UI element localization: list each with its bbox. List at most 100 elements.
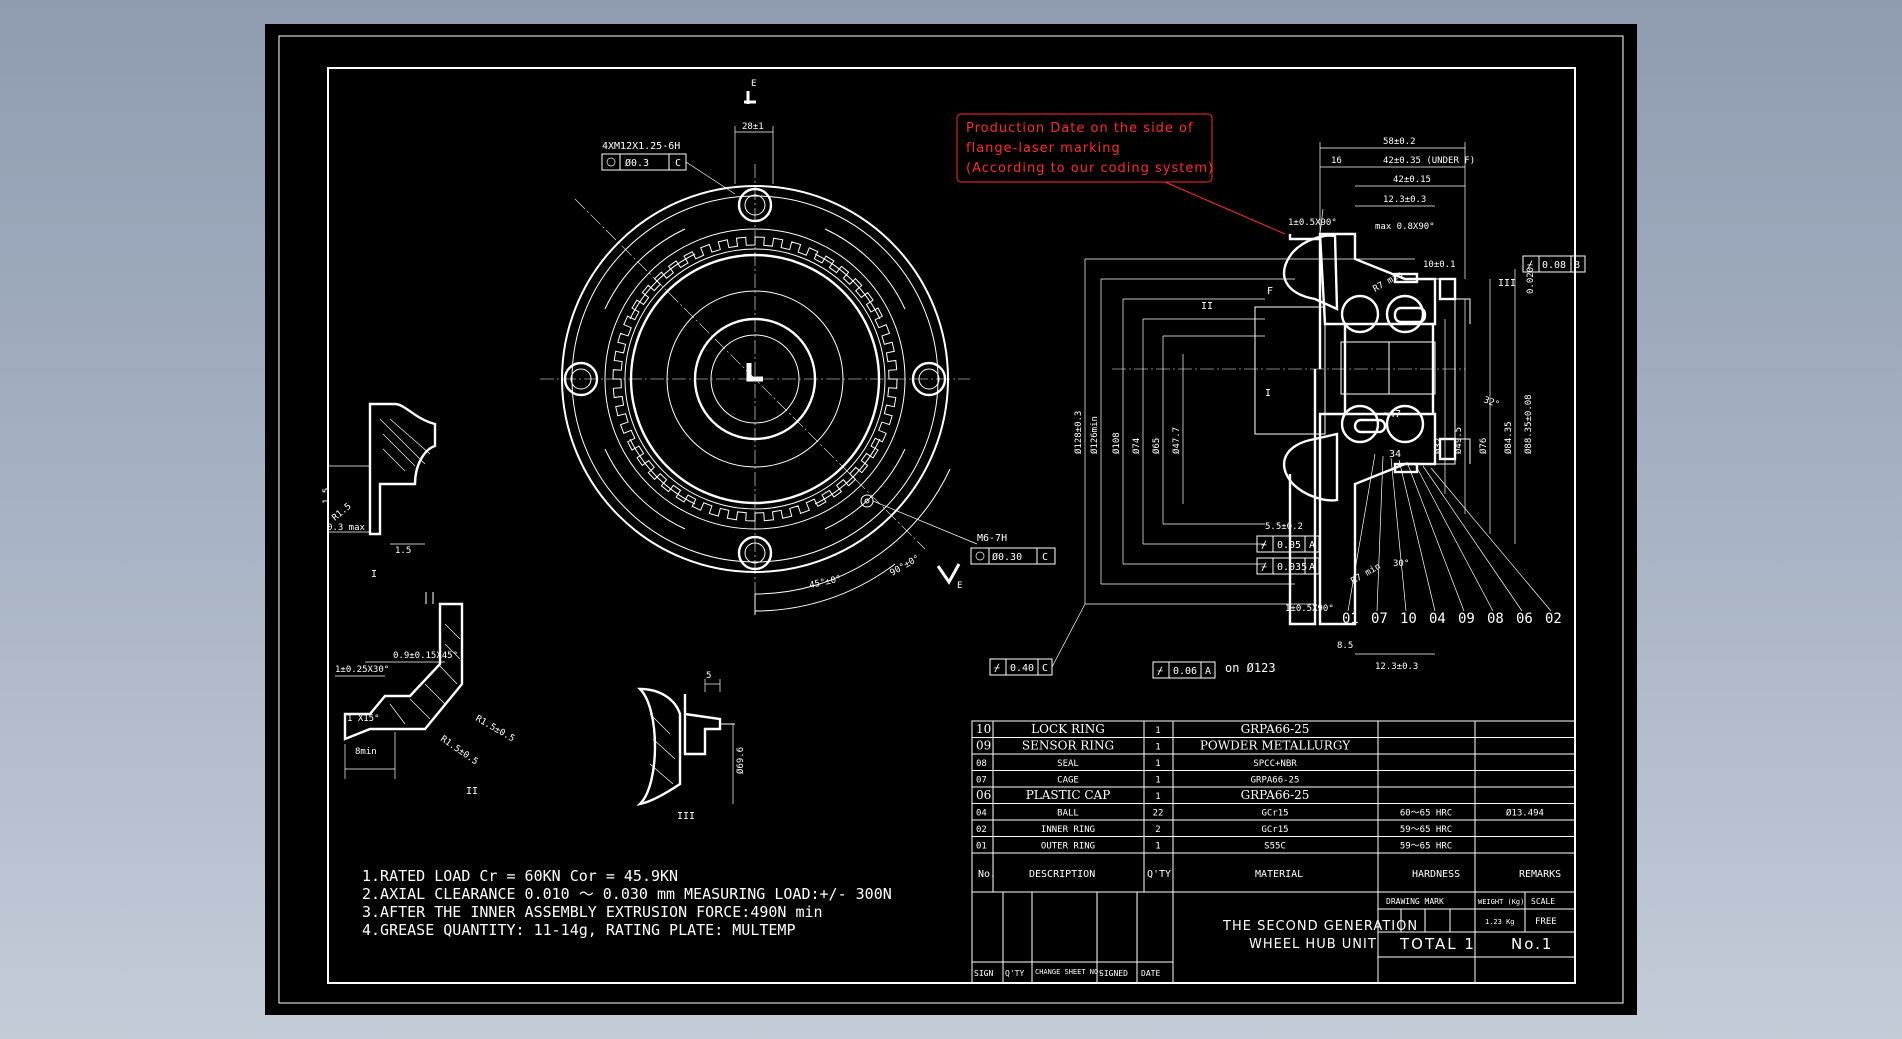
technical-notes: 1.RATED LOAD Cr = 60KN Cor = 45.9KN 2.AX…: [362, 867, 892, 939]
diameter-label: Ø65: [1151, 438, 1162, 454]
title-block: THE SECOND GENERATION WHEEL HUB UNIT DRA…: [972, 891, 1575, 983]
view-e-label-2: E: [957, 581, 962, 591]
detail2-c1: 0.9±0.15X45°: [393, 651, 458, 661]
bom-cell-desc: INNER RING: [1041, 825, 1095, 835]
scale-value: FREE: [1535, 917, 1557, 927]
number-label: No.1: [1511, 935, 1553, 953]
bom-header-rem: REMARKS: [1519, 869, 1561, 880]
bom-cell-no: 10: [976, 722, 991, 736]
rev-qty: Q'TY: [1005, 969, 1024, 978]
detail1-d03: 0.3 max: [327, 523, 366, 533]
detail1-d15b: 1.5: [395, 546, 411, 556]
svg-text:⌿: ⌿: [1261, 562, 1267, 573]
bom-header-no: No.: [978, 869, 996, 880]
production-date-note: Production Date on the side of flange-la…: [956, 113, 1286, 235]
detail2-c4: 8min: [355, 747, 377, 757]
width-dim: 28±1: [742, 122, 764, 132]
detail-ii: 0.9±0.15X45° 1±0.25X30° 1 X15° 8min R1.5…: [335, 592, 516, 797]
bom-cell-qty: 1: [1155, 842, 1160, 852]
inner-34: 34: [1389, 449, 1401, 460]
red-note-line-3: (According to our coding system): [966, 161, 1214, 176]
bom-cell-mat: POWDER METALLURGY: [1200, 739, 1351, 753]
bom-cell-qty: 2: [1155, 825, 1160, 835]
detail2-c2: 1±0.25X30°: [335, 665, 389, 675]
bom-cell-mat: GCr15: [1261, 809, 1288, 819]
tol-0-05: 0.05: [1277, 540, 1301, 551]
angle-1: 45°±0°: [809, 574, 843, 591]
bom-cell-qty: 22: [1153, 809, 1164, 819]
inner-frame: [327, 67, 1576, 984]
bom-cell-qty: 1: [1155, 743, 1160, 753]
bom-header-mat: MATERIAL: [1255, 869, 1303, 880]
part-balloon: 09: [1458, 611, 1475, 627]
svg-text:⌿: ⌿: [1261, 540, 1267, 551]
section-iii-label: III: [1498, 278, 1516, 289]
bom-cell-desc: SEAL: [1057, 759, 1079, 769]
bom-cell-no: 08: [976, 759, 987, 769]
sensor-teeth-path: [612, 236, 898, 522]
bom-cell-mat: GRPA66-25: [1241, 788, 1310, 802]
dim-42: 42±0.15: [1393, 175, 1431, 185]
detail1-d15: 1.5: [322, 488, 332, 504]
dim-12-3-bottom: 12.3±0.3: [1375, 662, 1418, 672]
outer-frame: [278, 35, 1624, 1004]
max-chamfer: max 0.8X90°: [1375, 222, 1435, 232]
datum-a-2: A: [1309, 562, 1315, 573]
datum-a-1: A: [1309, 540, 1315, 551]
bom-cell-desc: CAGE: [1057, 776, 1079, 786]
flat-tol: 0.08: [1542, 260, 1566, 271]
part-balloon: 10: [1400, 611, 1417, 627]
rev-signed: SIGNED: [1099, 969, 1128, 978]
diameter-label: Ø88.35±0.08: [1523, 394, 1534, 454]
tol-0-06: 0.06: [1173, 666, 1197, 677]
diameter-label: Ø47.7: [1171, 427, 1182, 454]
bom-cell-desc: OUTER RING: [1041, 842, 1095, 852]
detail3-d5: 5: [706, 671, 711, 681]
drawing-canvas: E E 4XM12X1.25-6H Ø0.3 C 28±1 M6-7H Ø0.3…: [278, 35, 1624, 1004]
note-1: 1.RATED LOAD Cr = 60KN Cor = 45.9KN: [362, 867, 678, 885]
weight-value: 1.23 Kg: [1485, 918, 1515, 926]
bom-cell-desc: SENSOR RING: [1022, 739, 1114, 753]
red-note-line-2: flange-laser marking: [966, 141, 1121, 156]
bom-header-qty: Q'TY: [1147, 869, 1171, 880]
chamfer-top: 1±0.5X90°: [1288, 218, 1337, 228]
note-3: 3.AFTER THE INNER ASSEMBLY EXTRUSION FOR…: [362, 903, 823, 921]
bom-cell-hard: 60～65 HRC: [1400, 809, 1452, 819]
on-diameter-label: on Ø123: [1225, 661, 1276, 675]
part-balloon: 07: [1371, 611, 1388, 627]
tol-0-40: 0.40: [1010, 663, 1034, 674]
diameter-label: Ø84.35: [1503, 421, 1514, 454]
detail1-label: I: [371, 569, 377, 580]
drawing-sheet: E E 4XM12X1.25-6H Ø0.3 C 28±1 M6-7H Ø0.3…: [265, 24, 1637, 1015]
part-balloon: 06: [1516, 611, 1533, 627]
diameter-label: Ø74: [1131, 438, 1142, 454]
dim-16: 16: [1331, 156, 1342, 166]
thread-spec: 4XM12X1.25-6H: [602, 141, 680, 152]
detail2-c3: 1 X15°: [347, 714, 380, 724]
thread-datum: C: [675, 158, 681, 169]
chamfer-bottom: 1±0.5X90°: [1285, 604, 1334, 614]
datum-b: B: [1574, 260, 1580, 271]
bom-cell-qty: 1: [1155, 792, 1160, 802]
dim-12-3-top: 12.3±0.3: [1383, 195, 1426, 205]
bom-cell-qty: 1: [1155, 759, 1160, 769]
thread-tol: Ø0.3: [625, 157, 649, 169]
weight-label: WEIGHT (Kg): [1478, 898, 1524, 906]
front-view: E E 4XM12X1.25-6H Ø0.3 C 28±1 M6-7H Ø0.3…: [540, 79, 1056, 615]
bom-cell-hard: 59～65 HRC: [1400, 825, 1452, 835]
detail3-d69: Ø69.6: [735, 747, 746, 774]
note-2: 2.AXIAL CLEARANCE 0.010 ～ 0.030 mm MEASU…: [362, 885, 892, 903]
detail-iii: 5 Ø69.6 III: [636, 671, 746, 822]
bom-cell-desc: BALL: [1057, 809, 1079, 819]
red-note-line-1: Production Date on the side of: [966, 121, 1194, 136]
title-line-2: WHEEL HUB UNIT: [1249, 937, 1377, 952]
bom-cell-qty: 1: [1155, 776, 1160, 786]
detail1-r15: R1.5: [331, 502, 354, 524]
detail2-label: II: [466, 786, 478, 797]
bom-cell-no: 04: [976, 809, 987, 819]
drawing-mark-label: DRAWING MARK: [1386, 897, 1444, 906]
dim-42-under-f: 42±0.35 (UNDER F): [1383, 156, 1475, 166]
bom-cell-mat: GRPA66-25: [1241, 722, 1310, 736]
bom-header-hard: HARDNESS: [1412, 869, 1460, 880]
angle-32: 32°: [1482, 395, 1501, 410]
